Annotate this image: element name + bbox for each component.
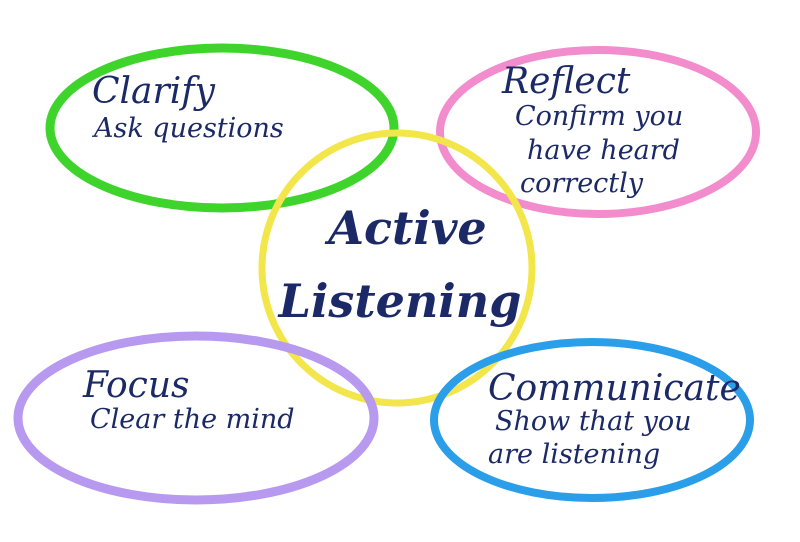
reflect-ellipse <box>436 46 760 218</box>
reflect-text-2: have heard <box>527 135 680 166</box>
focus-title: Focus <box>83 365 190 406</box>
clarify-ellipse <box>45 43 399 213</box>
focus-text: Clear the mind <box>90 404 295 435</box>
reflect-title: Reflect <box>502 61 631 102</box>
focus-ellipse <box>13 331 379 505</box>
clarify-text: Ask questions <box>94 113 284 144</box>
communicate-ellipse <box>430 338 754 502</box>
center-circle <box>258 129 536 407</box>
communicate-text-1: Show that you <box>495 406 692 437</box>
reflect-text-3: correctly <box>520 168 644 199</box>
clarify-title: Clarify <box>92 71 215 112</box>
center-title-line2: Listening <box>278 274 522 328</box>
center-title-line1: Active <box>328 201 487 255</box>
reflect-text-1: Confirm you <box>515 101 684 132</box>
communicate-text-2: are listening <box>488 439 661 470</box>
communicate-title: Communicate <box>488 368 741 409</box>
